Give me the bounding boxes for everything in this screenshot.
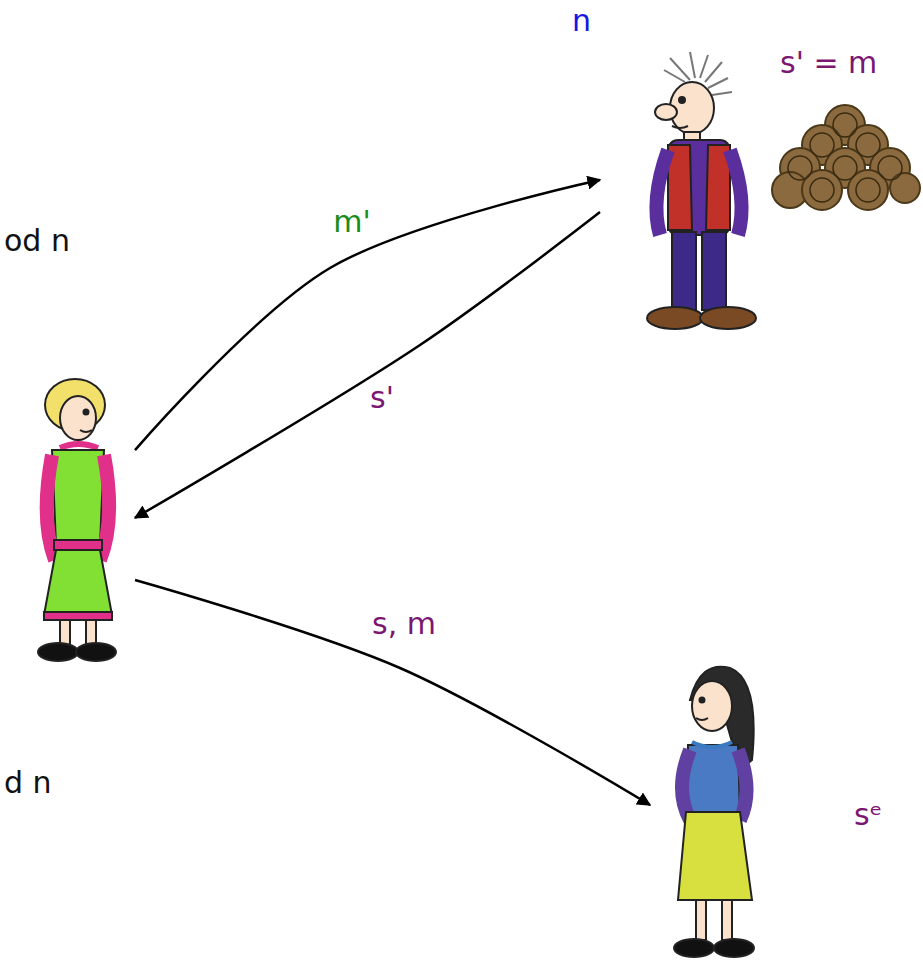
man-figure-part — [656, 150, 668, 235]
coin-emblem-part — [788, 156, 812, 180]
man-figure-part — [700, 307, 756, 329]
woman-figure-part — [692, 681, 732, 731]
woman-figure-part — [60, 620, 70, 645]
man-figure-part — [672, 126, 688, 128]
woman-figure-part — [674, 939, 714, 957]
message-label: s' — [366, 381, 398, 416]
man-figure-part — [668, 140, 730, 235]
woman-figure-part — [44, 550, 112, 615]
person-woman — [10, 370, 135, 670]
message-arrow — [135, 580, 650, 805]
message-label: s, m — [368, 607, 440, 642]
man-figure-part — [702, 232, 726, 310]
coin-emblem-part — [833, 113, 857, 137]
woman-figure-part — [714, 939, 754, 957]
coin-pile-part — [890, 173, 920, 203]
woman-figure-part — [44, 612, 112, 620]
coin-emblem — [788, 113, 902, 202]
woman-figure — [38, 379, 116, 661]
person-man: ns' = m — [600, 50, 923, 340]
woman-figure-part — [52, 450, 104, 545]
cropped-label: d n — [4, 766, 52, 801]
woman-figure-part — [738, 750, 747, 820]
person-woman: sᵉ — [650, 650, 923, 960]
coin-emblem-part — [878, 156, 902, 180]
woman-figure-part — [80, 430, 92, 432]
woman-figure-part — [86, 620, 96, 645]
man-figure — [647, 52, 756, 329]
cropped-label: od n — [4, 224, 70, 259]
woman-figure-part — [700, 698, 705, 703]
man-figure-part — [730, 150, 742, 235]
woman-figure-part — [678, 812, 752, 900]
woman-figure-part — [38, 643, 78, 661]
message-arrow — [135, 212, 600, 518]
woman-figure-part — [696, 718, 708, 720]
figure-label: sᵉ — [854, 798, 882, 833]
woman-figure-part — [60, 396, 96, 440]
woman-figure — [674, 667, 754, 957]
woman-figure-part — [682, 750, 690, 820]
woman-figure-part — [76, 643, 116, 661]
coin-emblem-part — [833, 156, 857, 180]
coin-emblem-part — [856, 133, 880, 157]
message-arrow — [135, 180, 600, 450]
figure-label: s' = m — [780, 46, 877, 81]
man-figure-part — [647, 307, 703, 329]
coin-emblem-part — [856, 178, 880, 202]
woman-figure-part — [692, 742, 732, 747]
woman-figure-part — [722, 900, 732, 940]
coin-emblem-part — [810, 178, 834, 202]
man-figure-part — [672, 232, 696, 310]
woman-figure-part — [696, 900, 706, 940]
coin-emblem-part — [810, 133, 834, 157]
coin-pile — [772, 105, 920, 210]
woman-figure-part — [54, 540, 102, 550]
woman-figure-part — [60, 444, 98, 448]
man-figure-part — [679, 97, 685, 103]
figure-label: n — [572, 4, 591, 39]
message-label: m' — [329, 205, 374, 240]
woman-figure-part — [84, 410, 89, 415]
man-figure-part — [655, 104, 677, 120]
